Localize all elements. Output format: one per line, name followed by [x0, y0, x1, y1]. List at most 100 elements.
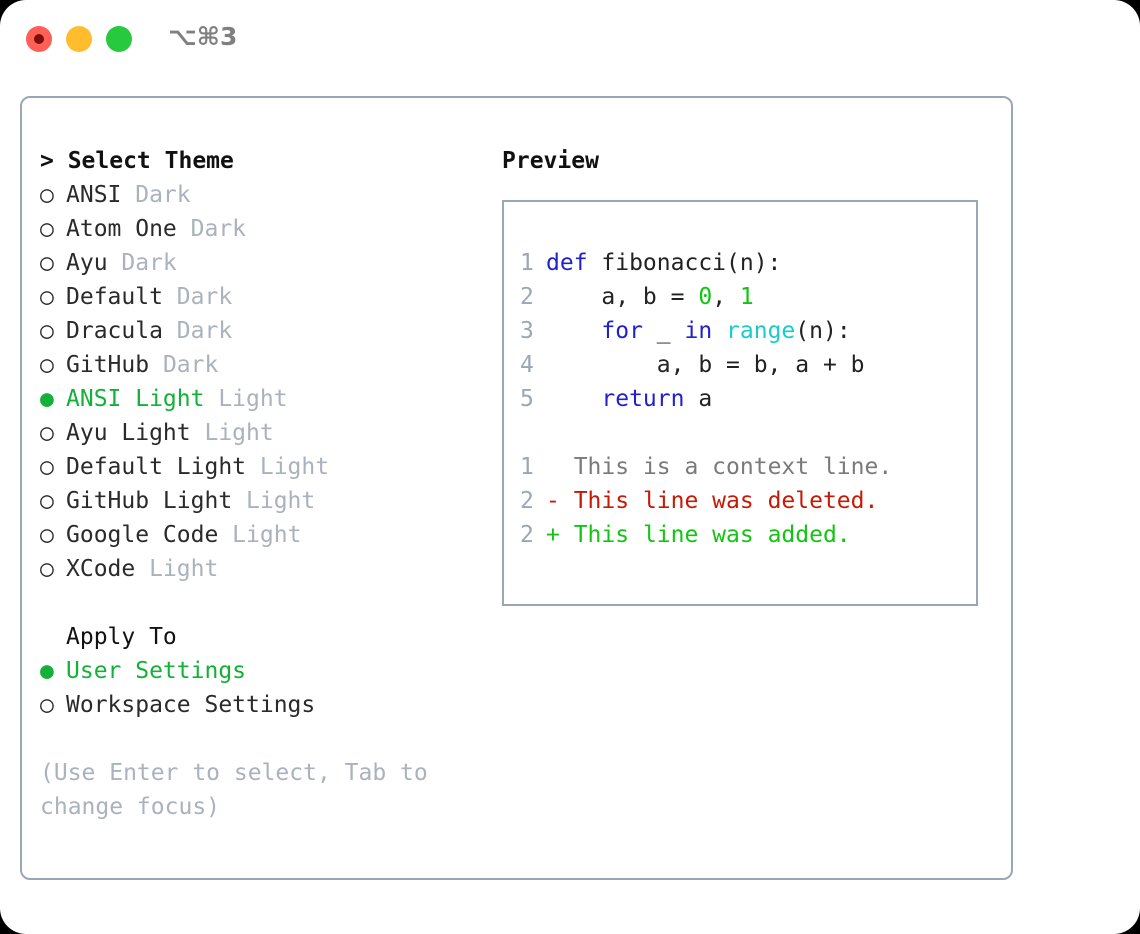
- apply-to-option-workspace-settings[interactable]: ○Workspace Settings: [40, 688, 480, 722]
- diff-text: This is a context line.: [573, 454, 893, 480]
- apply-to-label: Apply To: [66, 624, 177, 650]
- apply-to-label-text: User Settings: [66, 658, 247, 684]
- radio-selected-icon: ●: [40, 658, 54, 684]
- theme-option-default[interactable]: ○ Default Dark: [40, 280, 480, 314]
- line-number: 2: [520, 284, 534, 310]
- theme-variant: Light: [232, 488, 316, 514]
- diff-text: This line was added.: [573, 522, 851, 548]
- theme-name: Ayu: [66, 250, 108, 276]
- code-token: def: [546, 250, 588, 276]
- line-number: 4: [520, 352, 534, 378]
- diff-line: 1 This is a context line.: [520, 450, 970, 484]
- radio-unselected-icon: ○: [40, 522, 54, 548]
- line-number: 1: [520, 454, 534, 480]
- code-line: 3 for _ in range(n):: [520, 314, 970, 348]
- theme-name: ANSI Light: [66, 386, 205, 412]
- line-number: 3: [520, 318, 534, 344]
- hint-spacer: [40, 722, 480, 756]
- close-button[interactable]: [26, 26, 52, 52]
- keyboard-shortcut-label: ⌥⌘3: [168, 22, 238, 51]
- theme-option-google-code[interactable]: ○Google Code Light: [40, 518, 480, 552]
- select-theme-heading: > Select Theme: [40, 148, 234, 174]
- radio-unselected-icon: ○: [40, 352, 54, 378]
- radio-selected-icon: ●: [40, 386, 54, 412]
- radio-unselected-icon: ○: [40, 182, 54, 208]
- apply-to-option-user-settings[interactable]: ● User Settings: [40, 654, 480, 688]
- code-token: 1: [739, 284, 754, 310]
- theme-variant: Dark: [162, 284, 233, 310]
- theme-variant: Light: [204, 386, 288, 412]
- theme-name: GitHub Light: [66, 488, 233, 514]
- theme-name: GitHub: [66, 352, 150, 378]
- theme-option-default-light[interactable]: ○ Default Light Light: [40, 450, 480, 484]
- radio-unselected-icon: ○: [40, 250, 54, 276]
- code-token: for: [601, 318, 643, 344]
- theme-option-ansi[interactable]: ○ ANSI Dark: [40, 178, 480, 212]
- keyboard-hint-text: (Use Enter to select, Tab to change focu…: [40, 760, 428, 820]
- theme-variant: Light: [135, 556, 219, 582]
- theme-variant: Light: [246, 454, 330, 480]
- theme-list: ○ ANSI Dark ○ Atom One Dark ○ Ayu Dark ○ Defaul…: [40, 178, 480, 586]
- theme-option-github[interactable]: ○ GitHub Dark: [40, 348, 480, 382]
- theme-name: Atom One: [66, 216, 177, 242]
- diff-text: This line was deleted.: [573, 488, 879, 514]
- code-token: in: [684, 318, 713, 344]
- theme-name: ANSI: [66, 182, 122, 208]
- theme-option-ansi-light[interactable]: ● ANSI Light Light: [40, 382, 480, 416]
- code-token: a, b =: [546, 284, 699, 310]
- code-token: _: [642, 318, 685, 344]
- theme-option-github-light[interactable]: ○ GitHub Light Light: [40, 484, 480, 518]
- theme-variant: Dark: [107, 250, 177, 276]
- diff-marker: [546, 454, 574, 480]
- line-number: 1: [520, 250, 534, 276]
- radio-unselected-icon: ○: [40, 216, 54, 242]
- theme-variant: Light: [218, 522, 302, 548]
- line-number: 2: [520, 522, 534, 548]
- code-diff-separator: [520, 416, 970, 450]
- theme-option-xcode[interactable]: ○XCode Light: [40, 552, 480, 586]
- theme-name: Default Light: [66, 454, 247, 480]
- apply-to-options: ● User Settings ○Workspace Settings: [40, 654, 480, 722]
- radio-unselected-icon: ○: [40, 454, 54, 480]
- apply-to-label-text: Workspace Settings: [66, 692, 316, 718]
- theme-variant: Dark: [121, 182, 191, 208]
- theme-name: Ayu Light: [66, 420, 191, 446]
- code-line: 2 a, b = 0, 1: [520, 280, 970, 314]
- line-number: 2: [520, 488, 534, 514]
- theme-option-ayu[interactable]: ○ Ayu Dark: [40, 246, 480, 280]
- diff-marker: +: [546, 522, 574, 548]
- radio-unselected-icon: ○: [40, 488, 54, 514]
- radio-unselected-icon: ○: [40, 556, 54, 582]
- code-token: a: [684, 386, 713, 412]
- code-line: 4 a, b = b, a + b: [520, 348, 970, 382]
- diff-line: 2 + This line was added.: [520, 518, 970, 552]
- theme-option-ayu-light[interactable]: ○ Ayu Light Light: [40, 416, 480, 450]
- code-token: [546, 386, 601, 412]
- code-line: 5 return a: [520, 382, 970, 416]
- radio-unselected-icon: ○: [40, 284, 54, 310]
- line-number: 5: [520, 386, 534, 412]
- minimize-button[interactable]: [66, 26, 92, 52]
- diff-line: 2- This line was deleted.: [520, 484, 970, 518]
- theme-selector-card: > Select Theme ○ANSI Dark○Atom One Dark○…: [20, 96, 1013, 880]
- code-token: [712, 318, 726, 344]
- theme-variant: Dark: [176, 216, 247, 242]
- theme-option-dracula[interactable]: ○Dracula Dark: [40, 314, 480, 348]
- radio-unselected-icon: ○: [40, 318, 54, 344]
- code-token: [546, 318, 601, 344]
- code-token: return: [601, 386, 685, 412]
- theme-variant: Light: [190, 420, 274, 446]
- radio-unselected-icon: ○: [40, 420, 54, 446]
- maximize-button[interactable]: [106, 26, 132, 52]
- theme-variant: Dark: [162, 318, 233, 344]
- theme-option-atom-one[interactable]: ○ Atom One Dark: [40, 212, 480, 246]
- code-token: a, b = b, a + b: [546, 352, 865, 378]
- diff-marker: -: [546, 488, 574, 514]
- theme-variant: Dark: [149, 352, 219, 378]
- theme-name: Default: [66, 284, 163, 310]
- code-token: ,: [712, 284, 740, 310]
